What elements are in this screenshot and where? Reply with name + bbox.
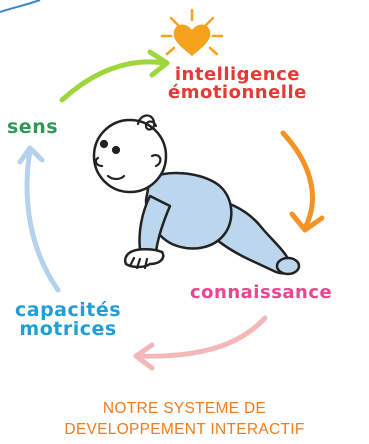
label-sens: sens [7,116,59,138]
label-capacites-line1: capacités [15,299,122,321]
baby-crawling-illustration [92,114,301,276]
caption: NOTRE SYSTEME DE DEVELOPPEMENT INTERACTI… [0,398,369,440]
label-intelligence-emotionnelle: intelligence émotionnelle [168,66,307,102]
heart-sun-icon [160,8,224,56]
label-connaissance: connaissance [190,282,333,303]
caption-line1: NOTRE SYSTEME DE [102,400,267,417]
corner-swoosh [0,0,41,13]
caption-line2: DEVELOPPEMENT INTERACTIF [64,421,305,438]
label-intelligence-line1: intelligence [174,64,300,85]
arrow-green [59,49,170,103]
label-intelligence-line2: émotionnelle [168,82,307,103]
label-capacites-line2: motrices [19,318,117,340]
arrow-blue [17,145,61,293]
label-capacites-motrices: capacités motrices [15,301,121,339]
arrow-orange [280,130,325,233]
arrow-pink [133,315,268,371]
